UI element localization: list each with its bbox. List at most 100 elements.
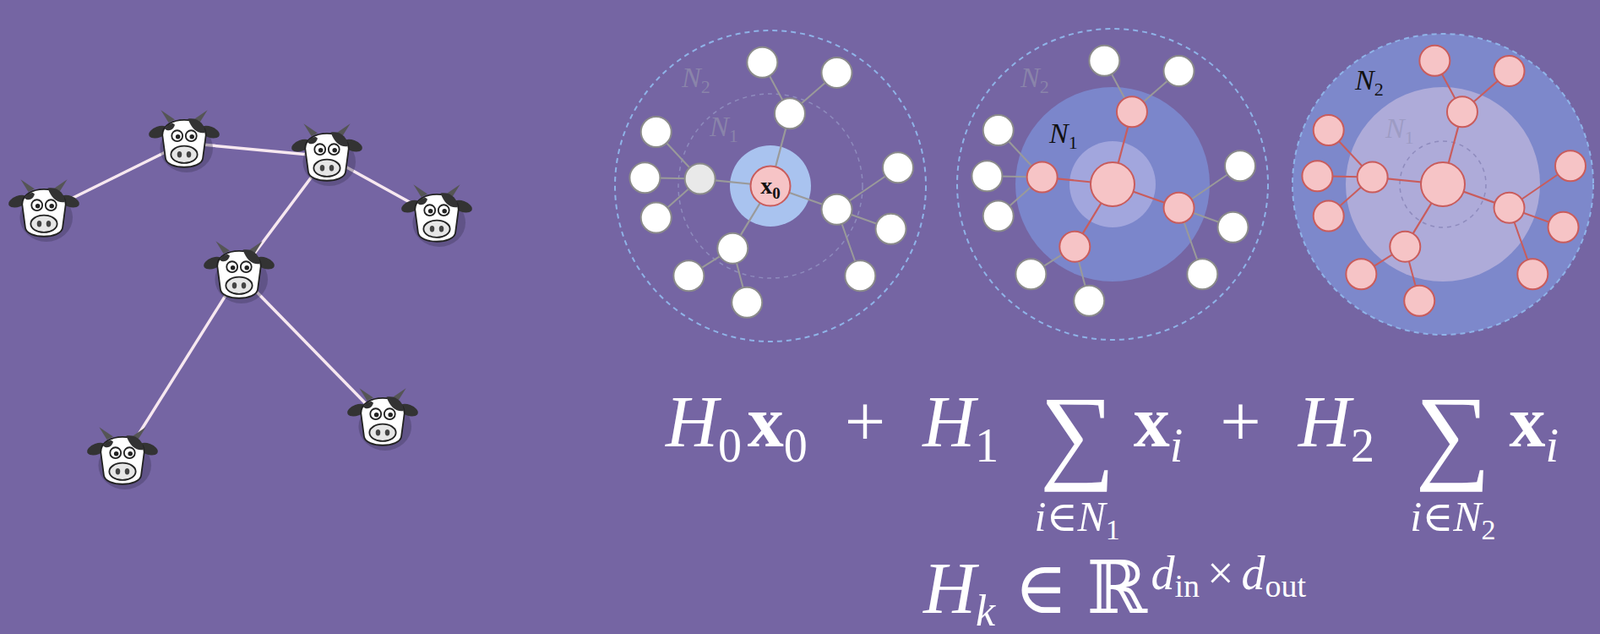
graph-node: [717, 233, 748, 264]
graph-node: [1419, 45, 1450, 77]
hop-label-index: 2: [1374, 80, 1384, 99]
hop-label-index: 2: [701, 77, 711, 97]
math-symbol: out: [1264, 569, 1307, 602]
graph-node: [641, 116, 672, 147]
graph-node: [1116, 96, 1148, 127]
neighborhood-panel: [957, 28, 1269, 340]
graph-node: [1555, 150, 1586, 181]
cow-icon: [201, 240, 277, 304]
graph-node: [1059, 231, 1090, 262]
graph-node: [1345, 258, 1377, 289]
graph-node: [1494, 55, 1525, 87]
neighborhood-panel: [1292, 33, 1594, 335]
graph-node: [629, 162, 660, 193]
graph-node: [1548, 212, 1579, 243]
math-symbol: i: [1170, 421, 1184, 469]
graph-node: [1186, 258, 1218, 289]
math-symbol: H: [922, 385, 975, 458]
graph-node: [1313, 114, 1345, 146]
vector-symbol: x: [760, 172, 773, 199]
graph-node: [1073, 285, 1105, 316]
graph-node: [1164, 192, 1195, 224]
sum-limit: i∈N: [1034, 495, 1106, 538]
math-symbol: 2: [1350, 421, 1375, 469]
hop2-ring: [614, 30, 926, 342]
graph-node: [971, 160, 1002, 191]
hop0-disc: [729, 145, 811, 227]
graph-node: [1494, 192, 1525, 224]
graph-node: [983, 114, 1014, 146]
graph-node: [1301, 160, 1333, 191]
hop-label-index: 1: [729, 126, 739, 146]
math-symbol: d: [1240, 549, 1265, 597]
center-node: x0: [749, 164, 792, 207]
graph-node: [1313, 200, 1345, 231]
math-symbol: +: [1219, 385, 1262, 458]
math-symbol: +: [844, 385, 887, 458]
tree-edge: [239, 273, 383, 421]
sum-limit: i∈N: [1409, 495, 1481, 538]
graph-node: [1447, 96, 1478, 127]
hop0-disc: [1069, 141, 1156, 228]
math-symbol: d: [1150, 549, 1175, 597]
hop-label-index: 2: [1039, 77, 1050, 97]
graph-node: [731, 287, 762, 318]
graph-node: [685, 163, 716, 195]
neighborhood-panel: [614, 30, 926, 342]
center-node: [1420, 162, 1465, 207]
hop1-ring: [678, 93, 863, 278]
graph-node: [1357, 162, 1388, 193]
graph-node: [1015, 258, 1046, 289]
graph-node: [1218, 212, 1249, 243]
hop-label: N: [709, 112, 730, 142]
cow-icon: [6, 179, 82, 242]
graph-node: [821, 57, 853, 88]
math-symbol: H: [665, 385, 719, 458]
hop2-disc: [1292, 33, 1594, 335]
math-symbol: x: [747, 385, 784, 458]
graph-node: [641, 201, 672, 233]
cow-icon: [345, 387, 420, 451]
math-symbol: ×: [1207, 549, 1235, 597]
math-symbol: ∑: [1039, 380, 1116, 487]
graph-node: [1389, 231, 1421, 262]
hop-label-index: 1: [1068, 133, 1078, 153]
hop1-disc: [1345, 87, 1541, 282]
hop1-disc: [1015, 87, 1210, 282]
cow-tree: [6, 109, 474, 490]
math-symbol: x: [1508, 385, 1546, 458]
neighborhood-panels: [614, 28, 1594, 342]
graph-node: [821, 194, 853, 225]
hop-label: N: [1049, 119, 1069, 148]
hop0-ring: [1399, 141, 1486, 228]
graph-node: [1404, 285, 1435, 316]
graph-node: [1027, 162, 1058, 193]
cow-icon: [146, 109, 222, 173]
math-symbol: ∈: [1014, 551, 1069, 625]
graph-node: [1517, 258, 1548, 289]
math-symbol: 1: [974, 421, 999, 469]
sum-limit-index: 2: [1481, 515, 1497, 545]
math-symbol: ℝ: [1086, 551, 1147, 625]
cow-icon: [399, 184, 474, 247]
graph-node: [746, 47, 778, 78]
sum-limit-index: 1: [1105, 515, 1121, 545]
graph-node: [882, 152, 914, 183]
math-symbol: x: [1133, 385, 1171, 458]
graph-node: [876, 213, 907, 245]
hop2-ring: [957, 28, 1269, 340]
math-symbol: H: [1298, 385, 1351, 458]
center-node: [1090, 162, 1135, 207]
hop-label-index: 1: [1404, 128, 1415, 147]
graph-node: [844, 260, 876, 291]
math-symbol: 0: [783, 421, 808, 469]
hop-label: N: [681, 63, 702, 93]
hop-label: N: [1355, 65, 1375, 95]
node-circle: [751, 166, 791, 207]
math-symbol: i: [1545, 421, 1559, 469]
cow-icon: [85, 426, 160, 490]
graph-node: [1164, 55, 1195, 87]
node-label: x0: [760, 174, 781, 198]
